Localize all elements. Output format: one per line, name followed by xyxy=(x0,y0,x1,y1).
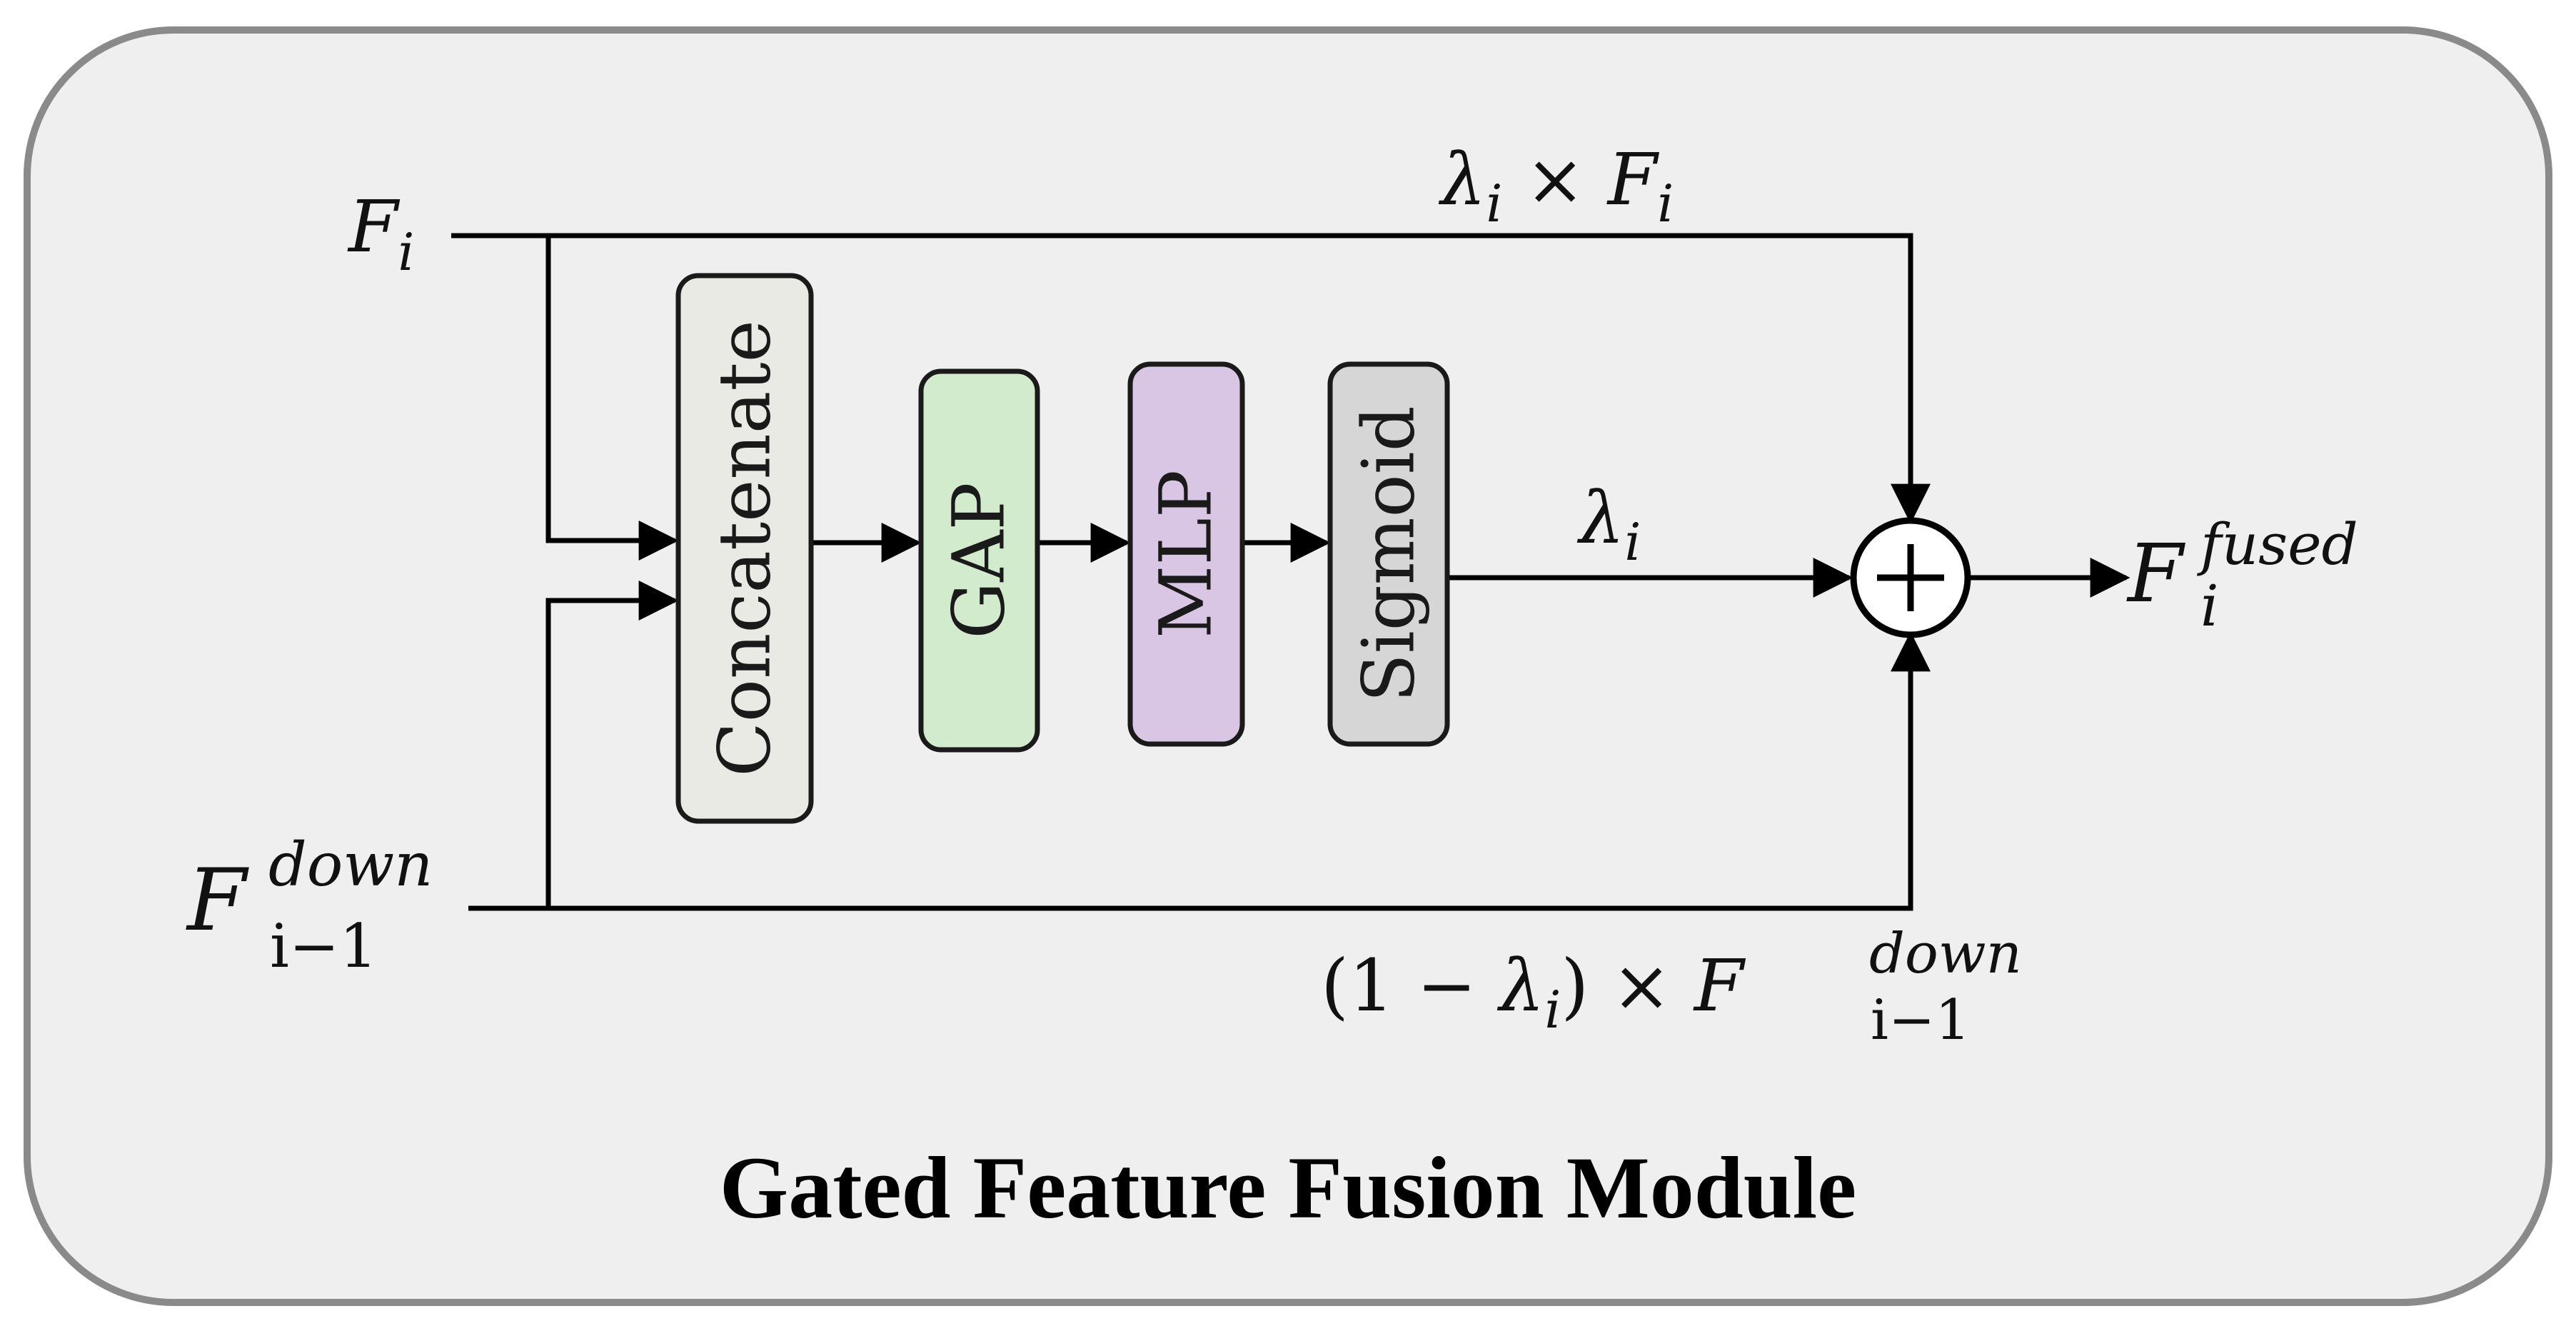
output-sub: i xyxy=(2200,573,2219,639)
wire-top-to-concat xyxy=(545,236,679,561)
input-bottom-label: F down i−1 xyxy=(186,830,433,981)
output-label: F fused i xyxy=(2126,511,2358,639)
concatenate-box xyxy=(675,273,814,824)
input-top-label: Fi xyxy=(347,185,414,282)
sigmoid-label: Sigmoid xyxy=(1347,406,1431,703)
output-sup: fused xyxy=(2197,511,2358,578)
mlp-label: MLP xyxy=(1144,470,1228,638)
gate-label: λi xyxy=(1576,476,1641,572)
sum-node xyxy=(1850,517,1971,638)
block-gap: GAP xyxy=(918,368,1040,753)
diagram-caption: Gated Feature Fusion Module xyxy=(720,1139,1856,1237)
svg-text:F: F xyxy=(186,851,249,950)
input-bottom-sup: down xyxy=(268,830,433,900)
top-path-label: λi × Fi xyxy=(1438,138,1674,233)
gap-box xyxy=(918,368,1040,753)
mlp-box xyxy=(1127,361,1245,747)
bottom-path-label: (1 − λi) × F down i−1 xyxy=(1321,922,2022,1053)
wire-bottom-path xyxy=(468,631,1931,911)
background-panel xyxy=(24,26,2552,1306)
gap-label: GAP xyxy=(937,482,1021,638)
block-concatenate: Concatenate xyxy=(675,273,814,824)
bottom-path-sub: i−1 xyxy=(1871,988,1971,1053)
sigmoid-box xyxy=(1327,361,1450,747)
block-mlp: MLP xyxy=(1127,361,1245,747)
input-bottom-sub: i−1 xyxy=(270,911,378,981)
bottom-path-sup: down xyxy=(1869,922,2022,986)
svg-text:F: F xyxy=(2126,528,2185,621)
block-sigmoid: Sigmoid xyxy=(1327,361,1450,747)
connection-wires xyxy=(451,233,2130,911)
wire-top-path xyxy=(451,233,1931,524)
concatenate-label: Concatenate xyxy=(703,320,787,777)
svg-text:(1 − λi) × F: (1 − λi) × F xyxy=(1321,944,1746,1040)
wire-bottom-to-concat xyxy=(545,581,679,908)
